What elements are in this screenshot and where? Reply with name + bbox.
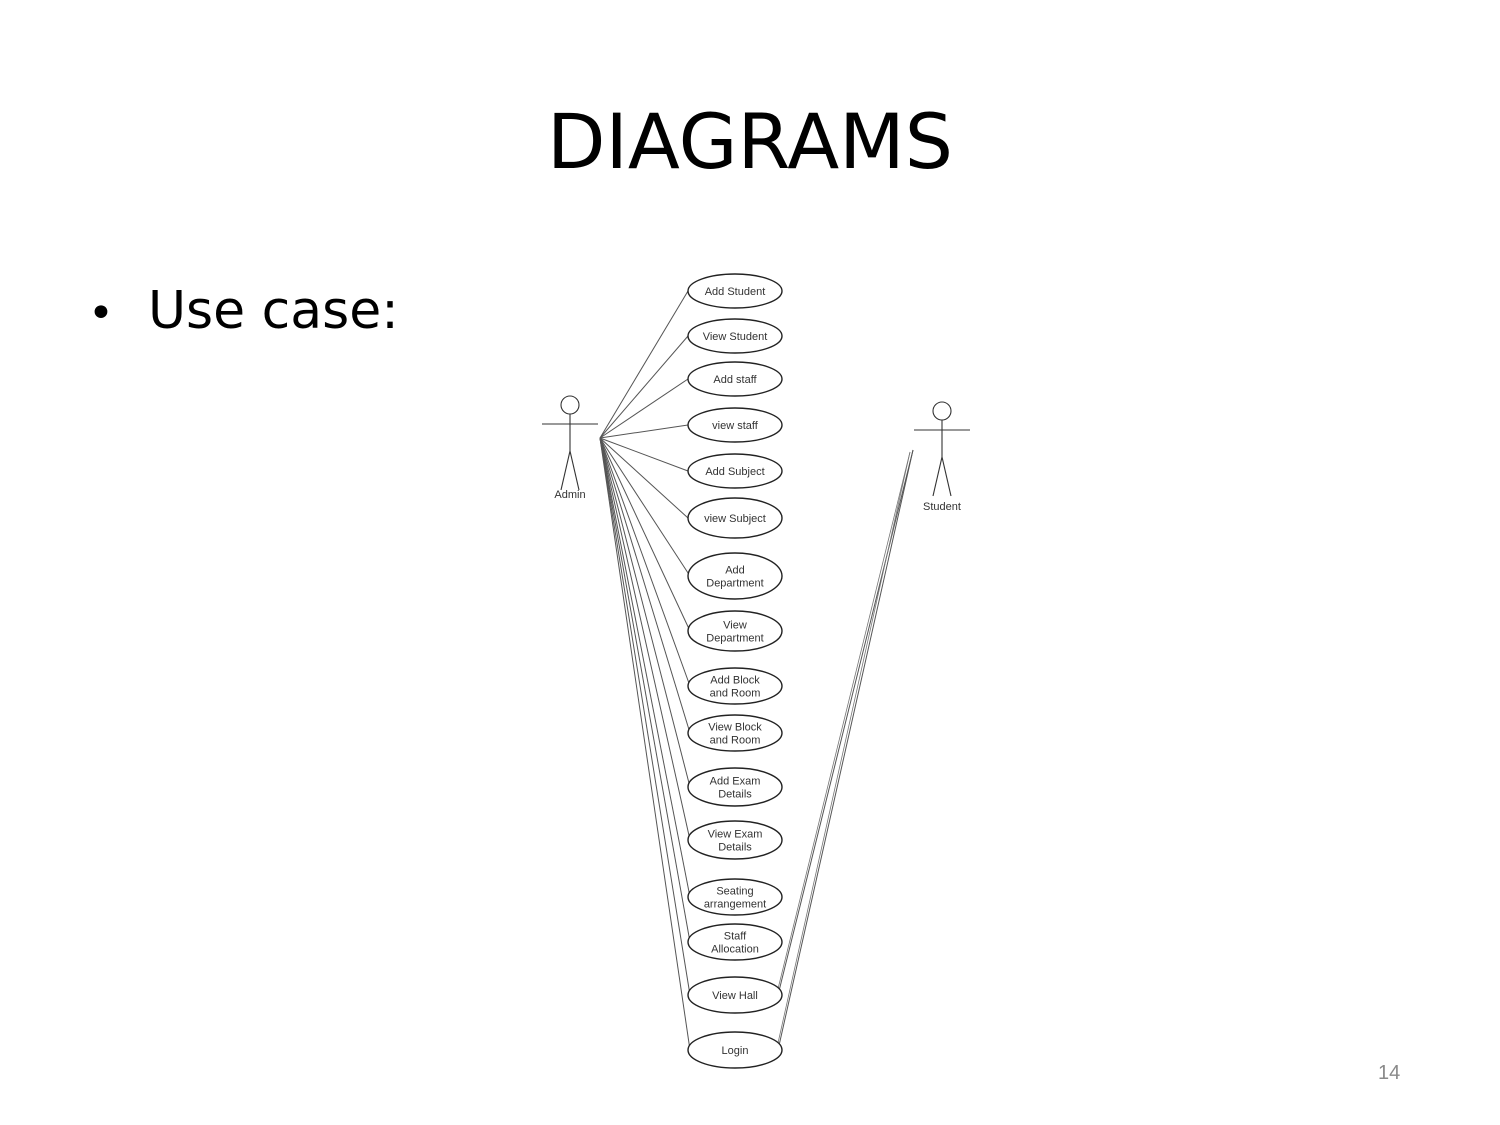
- student-association-line: [777, 449, 914, 1051]
- bullet-item: • Use case:: [88, 280, 399, 342]
- actor-left-leg: [932, 456, 943, 497]
- use-case-label: View Exam: [708, 829, 763, 841]
- admin-association-line: [599, 437, 691, 577]
- use-case-ellipse: [687, 878, 783, 916]
- actor-label: Student: [923, 501, 961, 513]
- admin-association-line: [599, 437, 691, 996]
- admin-association-line: [599, 335, 689, 439]
- use-case-ellipse: [687, 610, 783, 652]
- use-case-label: Add Subject: [705, 466, 764, 478]
- use-case-label: Staff: [724, 931, 747, 943]
- student-association-line: [777, 449, 914, 996]
- use-case-view-staff: view staff: [687, 407, 783, 443]
- use-case-label: Add Student: [705, 286, 766, 298]
- use-case-ellipse: [687, 318, 783, 354]
- use-case-login: Login: [687, 1031, 783, 1069]
- use-case-label: Add staff: [713, 374, 757, 386]
- use-case-label: view Subject: [704, 513, 766, 525]
- use-case-view-hall: View Hall: [687, 976, 783, 1014]
- use-case-ellipse: [687, 714, 783, 752]
- admin-association-line: [599, 437, 689, 472]
- admin-association-line: [599, 437, 691, 1051]
- use-case-ellipse: [687, 552, 783, 600]
- admin-association-line: [599, 378, 689, 439]
- actor-left-leg: [560, 450, 571, 491]
- actor-right-leg: [941, 456, 952, 497]
- use-case-label: Login: [722, 1045, 749, 1057]
- use-case-label: Add Exam: [710, 776, 761, 788]
- admin-association-line: [599, 437, 691, 898]
- association-lines: [599, 290, 914, 1053]
- use-case-ellipse: [687, 361, 783, 397]
- admin-association-line: [599, 290, 689, 439]
- use-case-label: Details: [718, 789, 752, 801]
- use-case-add-staff: Add staff: [687, 361, 783, 397]
- use-case-label: Allocation: [711, 944, 759, 956]
- use-case-label: Department: [706, 633, 763, 645]
- use-case-add-subject: Add Subject: [687, 453, 783, 489]
- use-case-ellipse: [687, 767, 783, 807]
- student-association-line: [775, 451, 911, 1053]
- use-case-add-student: Add Student: [687, 273, 783, 309]
- use-case-label: Add: [725, 565, 745, 577]
- admin-association-line: [599, 437, 691, 687]
- bullet-dot: •: [88, 288, 114, 339]
- use-case-label: View Student: [703, 331, 768, 343]
- use-case-ellipse: [687, 976, 783, 1014]
- use-case-ellipse: [687, 453, 783, 489]
- page-number: 14: [1378, 1062, 1401, 1084]
- admin-association-line: [599, 437, 689, 519]
- use-case-label: Department: [706, 578, 763, 590]
- use-case-ellipse: [687, 1031, 783, 1069]
- use-case-ellipse: [687, 923, 783, 961]
- admin-actor: Admin: [542, 395, 598, 501]
- use-case-label: View: [723, 620, 747, 632]
- admin-association-line: [599, 424, 689, 439]
- use-case-label: and Room: [710, 735, 761, 747]
- use-case-label: View Block: [708, 722, 762, 734]
- actor-head: [932, 401, 952, 421]
- use-case-view-student: View Student: [687, 318, 783, 354]
- slide-title: DIAGRAMS: [546, 97, 953, 186]
- admin-association-line: [599, 437, 691, 632]
- use-case-ellipse: [687, 407, 783, 443]
- use-case-label: and Room: [710, 688, 761, 700]
- actor-head: [560, 395, 580, 415]
- admin-association-line: [599, 437, 691, 734]
- bullet-text: Use case:: [148, 281, 399, 341]
- admin-association-line: [599, 437, 691, 788]
- student-actor: Student: [914, 401, 970, 513]
- actor-right-leg: [569, 450, 580, 491]
- use-case-ellipse: [687, 273, 783, 309]
- use-case-view-subject: view Subject: [687, 497, 783, 539]
- use-case-label: Seating: [716, 886, 753, 898]
- actor-label: Admin: [554, 489, 585, 501]
- use-case-ellipse: [687, 820, 783, 860]
- use-case-label: view staff: [712, 420, 759, 432]
- use-case-label: Details: [718, 842, 752, 854]
- use-case-ellipse: [687, 667, 783, 705]
- use-case-label: arrangement: [704, 899, 766, 911]
- student-association-line: [775, 451, 911, 998]
- admin-association-line: [599, 437, 691, 943]
- use-case-label: Add Block: [710, 675, 760, 687]
- admin-association-line: [599, 437, 691, 841]
- use-case-label: View Hall: [712, 990, 758, 1002]
- use-case-ellipse: [687, 497, 783, 539]
